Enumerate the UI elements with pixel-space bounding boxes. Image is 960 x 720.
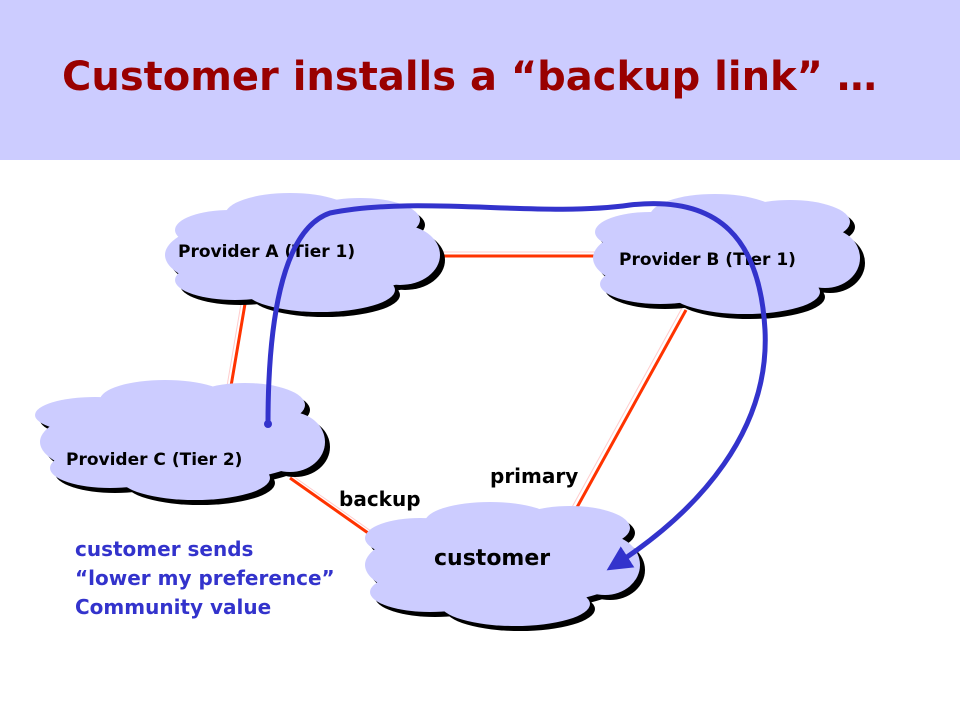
- link-a-b: [430, 251, 600, 258]
- link-b-customer-primary: [565, 307, 688, 521]
- provider-a-label: Provider A (Tier 1): [178, 242, 355, 262]
- cloud-provider-c: Provider C (Tier 2): [35, 380, 330, 505]
- community-note: customer sends “lower my preference” Com…: [75, 535, 335, 622]
- link-c-customer-backup: [289, 473, 379, 542]
- route-arrow: [264, 201, 768, 571]
- link-a-c: [225, 297, 248, 393]
- provider-b-label: Provider B (Tier 1): [619, 250, 796, 270]
- cloud-provider-a: Provider A (Tier 1): [165, 193, 445, 317]
- cloud-provider-b: Provider B (Tier 1): [593, 194, 865, 319]
- slide-title: Customer installs a “backup link” …: [62, 54, 877, 100]
- cloud-customer: customer: [365, 502, 645, 631]
- provider-c-label: Provider C (Tier 2): [66, 450, 242, 470]
- note-line-2: “lower my preference”: [75, 566, 335, 590]
- note-line-1: customer sends: [75, 537, 254, 561]
- primary-link-label: primary: [490, 464, 578, 488]
- backup-link-label: backup: [339, 487, 421, 511]
- customer-label: customer: [434, 546, 550, 571]
- note-line-3: Community value: [75, 595, 272, 619]
- title-band: Customer installs a “backup link” …: [0, 0, 960, 160]
